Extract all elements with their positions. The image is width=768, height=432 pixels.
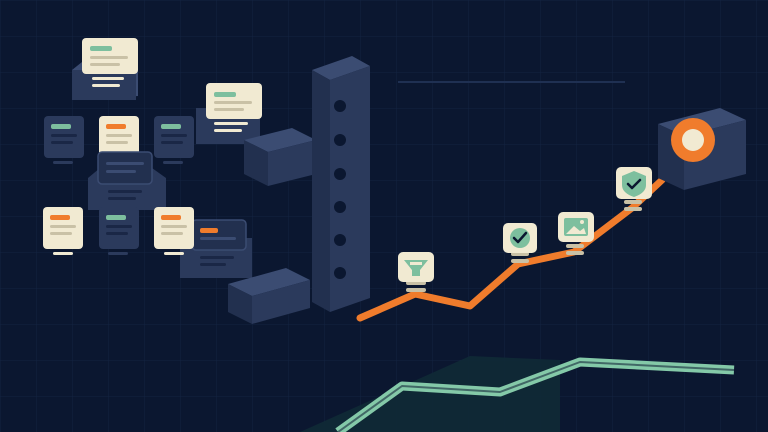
tower-port: [334, 201, 346, 213]
iso-box-lower: [228, 268, 310, 324]
tower-port: [334, 100, 346, 112]
iso-box-upper: [244, 128, 316, 186]
tower-port: [334, 168, 346, 180]
target-ring-icon: [671, 118, 715, 162]
image-icon: [564, 218, 588, 236]
dark-card-3: [99, 207, 139, 255]
tower-port: [334, 234, 346, 246]
green-trend-line-stripe: [337, 361, 735, 432]
tower-port: [334, 134, 346, 146]
filter-icon: [404, 260, 428, 276]
cream-card-orange-3: [154, 207, 194, 255]
card-stack-right: [196, 83, 262, 144]
cream-card-orange-2: [43, 207, 83, 255]
milestone-image: [558, 212, 594, 255]
block-bottom-right: [180, 219, 252, 278]
milestone-shield: [616, 167, 652, 211]
tower-port: [334, 267, 346, 279]
cream-card-orange-1: [99, 116, 139, 158]
middle-block: [88, 151, 166, 210]
milestone-filter: [398, 252, 434, 292]
server-tower: [312, 56, 370, 312]
dark-card-2: [154, 116, 194, 164]
milestone-check: [503, 223, 537, 263]
check-circle-icon: [510, 228, 530, 248]
card-stack-top: [72, 38, 138, 100]
shield-check-icon: [622, 171, 646, 197]
endpoint-cube: [658, 108, 746, 190]
dark-card-1: [44, 116, 84, 164]
